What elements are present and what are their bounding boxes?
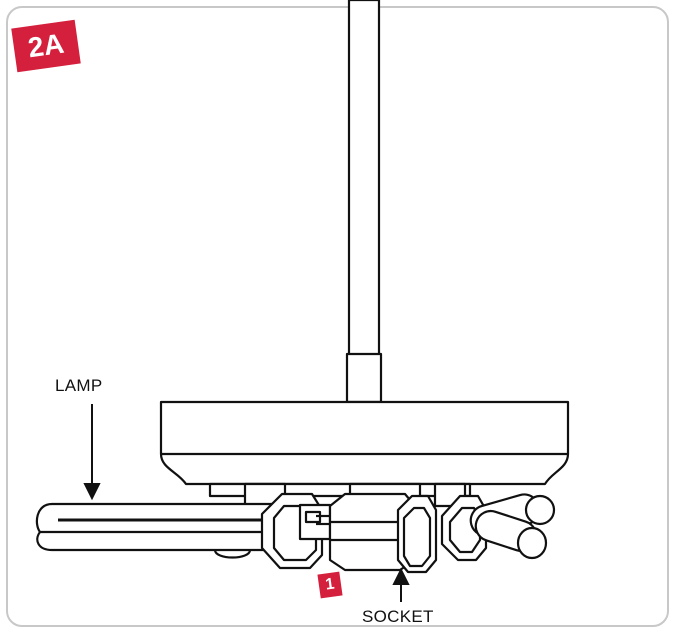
socket-label: SOCKET (362, 607, 434, 626)
downrod-collar (345, 352, 383, 404)
lamp-arrowhead (83, 483, 101, 501)
lamp-label: LAMP (55, 376, 103, 395)
downrod (347, 0, 381, 358)
callout-number-badge: 1 (317, 571, 343, 599)
step-badge: 2A (11, 19, 81, 73)
socket-arrowhead (392, 567, 410, 585)
fixture-housing (159, 400, 570, 486)
lamp-tube (35, 502, 302, 552)
